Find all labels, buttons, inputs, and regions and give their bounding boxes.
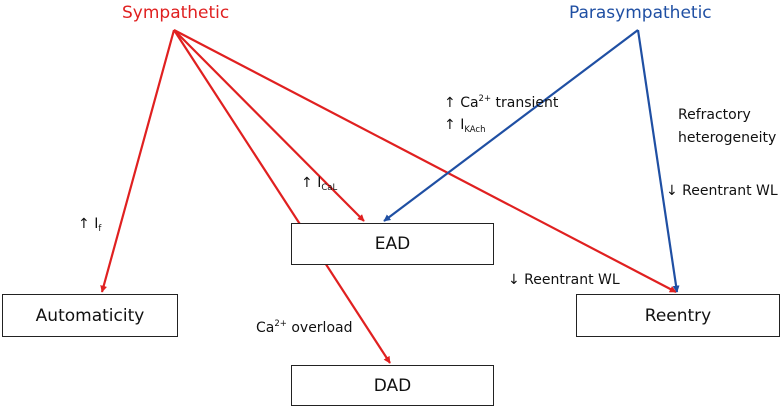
arrow-parasympathetic-to-ead — [383, 29, 639, 222]
dad-label: DAD — [373, 375, 412, 396]
automaticity-box: Automaticity — [2, 294, 178, 337]
arrow-sympathetic-to-ead — [173, 29, 365, 222]
parasympathetic-label: Parasympathetic — [569, 3, 712, 23]
automaticity-label: Automaticity — [35, 305, 145, 326]
if-current-annotation: ↑ If — [78, 216, 102, 234]
refractory-heterogeneity-annotation: Refractory heterogeneity — [678, 107, 777, 146]
ead-box: EAD — [291, 223, 494, 265]
ca-overload-annotation: Ca2+ overload — [256, 319, 353, 336]
reentry-box: Reentry — [576, 294, 780, 337]
arrow-sympathetic-to-reentry — [173, 29, 677, 293]
arrow-sympathetic-to-automaticity — [100, 29, 176, 293]
reentry-label: Reentry — [644, 305, 712, 326]
ical-current-annotation: ↑ ICaL — [301, 175, 338, 193]
ead-label: EAD — [374, 234, 411, 254]
arrow-parasympathetic-to-reentry — [636, 29, 680, 293]
sympathetic-label: Sympathetic — [122, 3, 230, 23]
reentrant-wl-parasympathetic-annotation: ↓ Reentrant WL — [666, 183, 778, 199]
dad-box: DAD — [291, 365, 494, 406]
reentrant-wl-sympathetic-annotation: ↓ Reentrant WL — [508, 272, 620, 288]
arrow-sympathetic-to-dad — [173, 29, 391, 364]
ca-transient-annotation: ↑ Ca2+ transient — [444, 94, 559, 111]
ikach-current-annotation: ↑ IKAch — [444, 117, 486, 135]
